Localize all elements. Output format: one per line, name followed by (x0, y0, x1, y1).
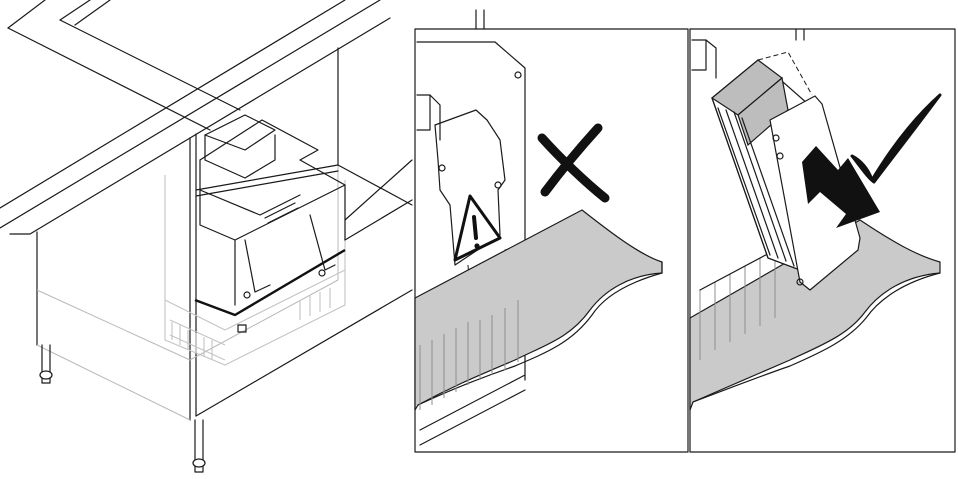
shelf-correct (689, 219, 941, 411)
base-cabinet (36, 47, 413, 421)
warning-triangle-icon (453, 194, 502, 262)
incorrect-panel-frame (414, 28, 689, 453)
correct-panel (689, 28, 956, 453)
check-icon (850, 93, 942, 184)
cross-icon (537, 123, 610, 203)
cabinet-overview (0, 0, 413, 473)
cabinet-legs (39, 344, 206, 473)
incorrect-panel (414, 9, 689, 453)
countertop (0, 0, 391, 235)
callout-line (344, 159, 413, 241)
shelf-incorrect (414, 209, 663, 446)
appliance-side-panel (416, 41, 526, 381)
appliance-ghost (164, 175, 346, 366)
extractor-unit (194, 114, 346, 333)
correct-panel-frame (689, 28, 956, 453)
arrow-icon (802, 146, 880, 228)
